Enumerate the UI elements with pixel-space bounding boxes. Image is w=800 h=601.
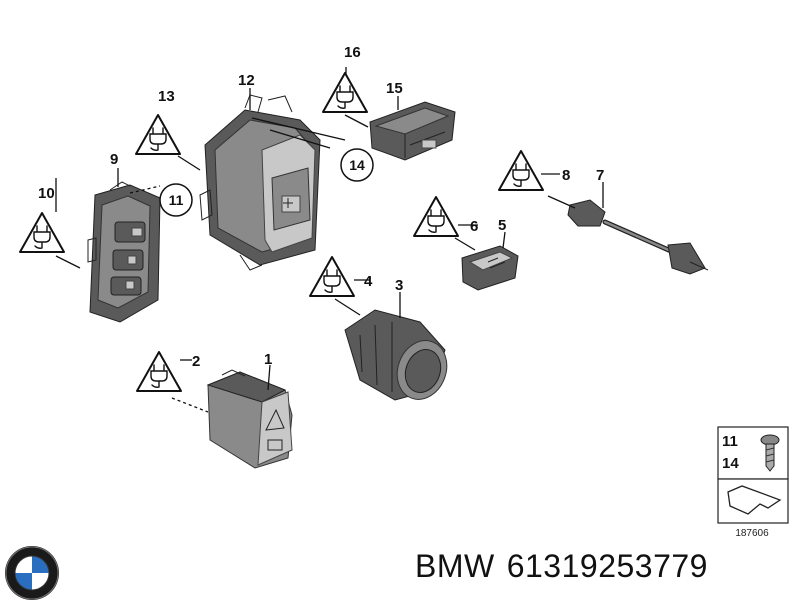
callout-8: 8 [562, 167, 570, 184]
part-module-15 [369, 101, 456, 161]
legend-box: 11 14 187606 [717, 426, 789, 539]
part-switch-5 [461, 245, 519, 291]
part-round-switch-3 [344, 309, 448, 401]
bmw-logo [5, 546, 59, 600]
callout-4: 4 [364, 273, 373, 290]
callout-16: 16 [344, 44, 361, 61]
callout-6: 6 [470, 218, 478, 235]
callout-3: 3 [395, 277, 403, 294]
part-number-label: BMW 61319253779 [415, 548, 720, 585]
callout-15: 15 [386, 80, 403, 97]
part-hazard-switch-1 [206, 369, 293, 469]
part-number: 61319253779 [506, 548, 708, 584]
warning-triangle-4 [309, 256, 355, 297]
callout-circle-11 [159, 183, 193, 217]
callout-9: 9 [110, 151, 118, 168]
callout-10: 10 [38, 185, 55, 202]
warning-triangle-2 [136, 351, 182, 392]
warning-triangle-16 [322, 72, 368, 113]
screw-icon [760, 434, 780, 472]
callout-2: 2 [192, 353, 200, 370]
callout-7: 7 [596, 167, 604, 184]
warning-triangle-8 [498, 150, 544, 191]
part-switch-panel [87, 181, 161, 323]
legend-num-11: 11 [722, 433, 738, 450]
folder-arrow-icon [727, 485, 782, 515]
callout-5: 5 [498, 217, 506, 234]
warning-triangle-13 [135, 114, 181, 155]
part-cable-7 [567, 199, 709, 275]
callout-1: 1 [264, 351, 272, 368]
callout-13: 13 [158, 88, 175, 105]
warning-triangle-6 [413, 196, 459, 237]
callout-12: 12 [238, 72, 255, 89]
legend-ref-code: 187606 [735, 528, 769, 539]
part-console-housing [199, 94, 321, 271]
brand-name: BMW [415, 548, 495, 584]
warning-triangle-10 [19, 212, 65, 253]
legend-num-14: 14 [722, 455, 739, 472]
callout-14: 14 [349, 157, 365, 173]
callout-circle-14 [340, 148, 374, 182]
callout-11: 11 [169, 192, 184, 208]
